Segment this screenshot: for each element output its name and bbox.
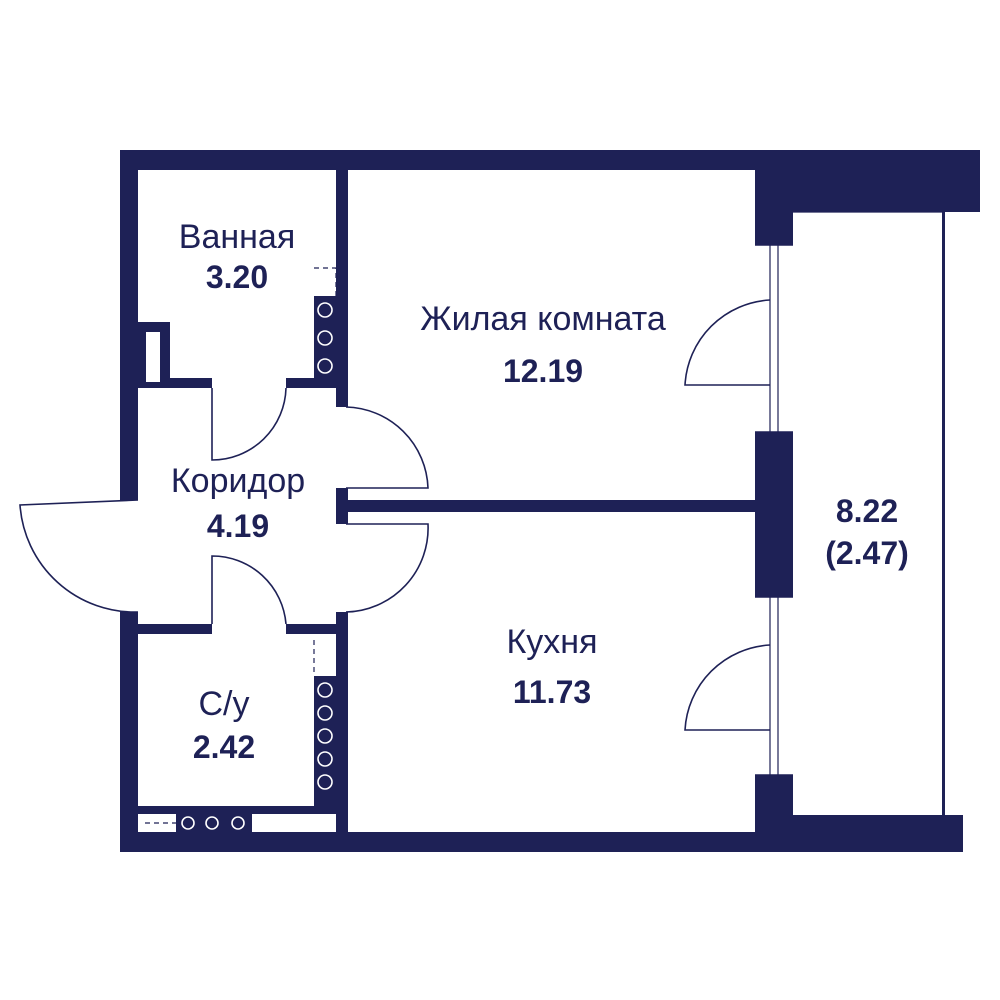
doors xyxy=(19,387,429,625)
wc-name: С/у xyxy=(199,685,250,723)
living-name: Жилая комната xyxy=(420,300,666,338)
corridor-name: Коридор xyxy=(171,462,305,500)
bath-fixtures xyxy=(314,267,337,382)
balcony-area: 8.22 xyxy=(836,493,898,529)
wc-fixtures xyxy=(145,640,336,832)
interior-walls xyxy=(138,150,756,852)
corridor-area: 4.19 xyxy=(207,508,269,544)
bath-name: Ванная xyxy=(179,218,295,256)
living-area: 12.19 xyxy=(503,353,583,389)
balcony-area-reduced: (2.47) xyxy=(825,535,909,571)
outer-walls xyxy=(120,150,980,852)
room-labels: Ванная 3.20 Жилая комната 12.19 Коридор … xyxy=(171,218,909,765)
kitchen-name: Кухня xyxy=(507,623,598,661)
kitchen-area: 11.73 xyxy=(513,674,591,710)
windows xyxy=(684,211,942,776)
wc-area: 2.42 xyxy=(193,729,255,765)
bath-area: 3.20 xyxy=(206,259,268,295)
